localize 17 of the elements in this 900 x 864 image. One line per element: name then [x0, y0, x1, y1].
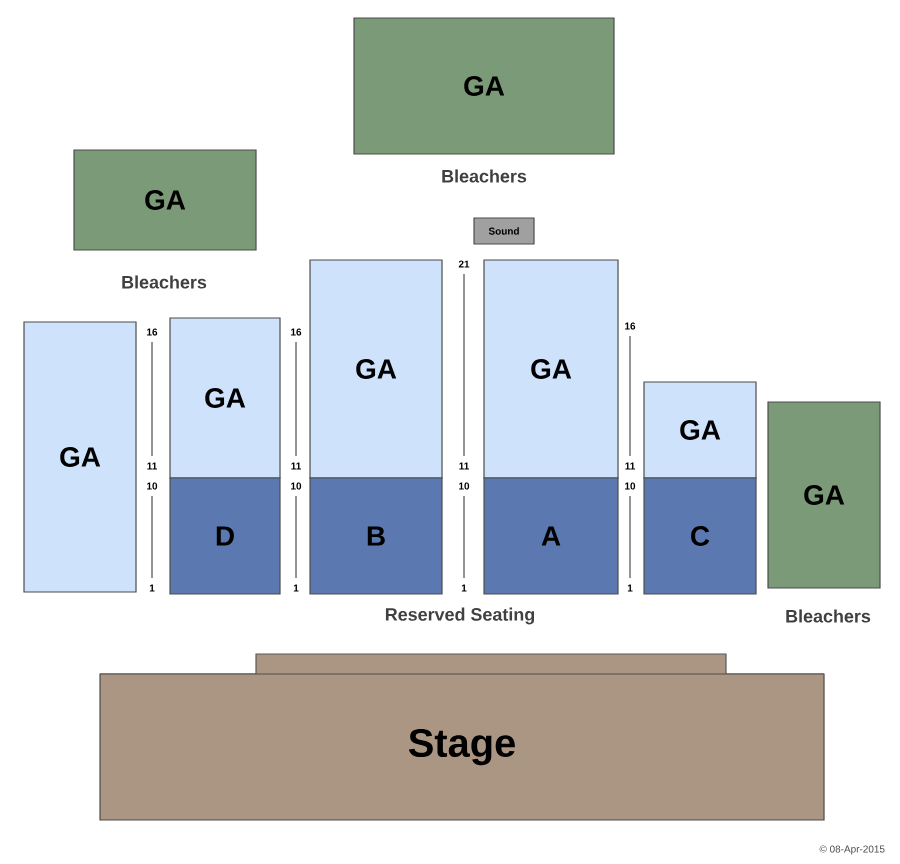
section-caption: Bleachers [122, 275, 207, 289]
bleachers-section: GA [353, 17, 615, 155]
seating-section: GA [309, 259, 443, 479]
section-caption: Bleachers [786, 609, 871, 623]
seating-section: GA [23, 321, 137, 593]
seating-section: GA [483, 259, 619, 479]
seating-section: C [643, 477, 757, 595]
seating-section: B [309, 477, 443, 595]
seating-section: GA [169, 317, 281, 479]
bleachers-section: GA [767, 401, 881, 589]
seating-section: A [483, 477, 619, 595]
seating-section: GA [643, 381, 757, 479]
stage: Stage [99, 653, 825, 821]
seating-section: D [169, 477, 281, 595]
area-label: Reserved Seating [385, 607, 535, 625]
section-caption: Bleachers [442, 169, 527, 183]
bleachers-section: GA [73, 149, 257, 251]
